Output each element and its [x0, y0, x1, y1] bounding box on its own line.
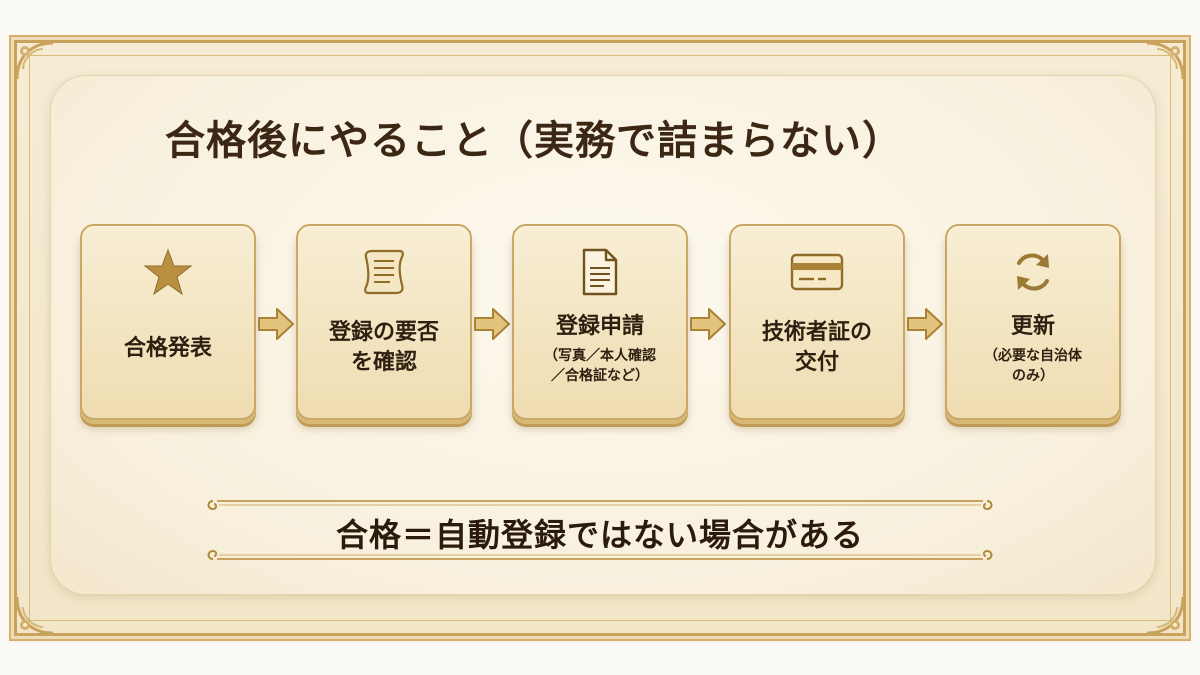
step-card-2: 登録の要否 を確認: [296, 224, 472, 420]
step-sublabel: （写真／本人確認 ／合格証など）: [544, 348, 656, 384]
banner-rule-icon: [207, 500, 993, 560]
corner-flourish-icon: [15, 596, 54, 635]
step-label: 登録申請: [555, 314, 644, 339]
step-card-1: 合格発表: [80, 224, 256, 420]
step-card-4: 技術者証の 交付: [729, 224, 905, 420]
card-icon: [789, 244, 845, 300]
document-icon: [572, 244, 628, 300]
star-icon: [140, 244, 196, 300]
corner-flourish-icon: [1146, 596, 1185, 635]
corner-flourish-icon: [1146, 41, 1185, 80]
arrow-right-icon: [474, 308, 510, 340]
arrow-right-icon: [690, 308, 726, 340]
step-label: 合格発表: [123, 336, 212, 361]
step-sublabel: （必要な自治体 のみ）: [984, 348, 1082, 384]
scroll-icon: [356, 244, 412, 300]
page-title: 合格後にやること（実務で詰まらない）: [165, 118, 903, 164]
step-card-3: 登録申請 （写真／本人確認 ／合格証など）: [512, 224, 688, 420]
note-banner: 合格＝自動登録ではない場合がある: [205, 493, 995, 567]
note-text: 合格＝自動登録ではない場合がある: [335, 516, 864, 554]
refresh-icon: [1005, 244, 1061, 300]
step-label: 更新: [1010, 314, 1055, 339]
arrow-right-icon: [907, 308, 943, 340]
step-label: 登録の要否 を確認: [328, 320, 439, 375]
step-label: 技術者証の 交付: [761, 320, 872, 375]
corner-flourish-icon: [15, 41, 54, 80]
arrow-right-icon: [258, 308, 294, 340]
step-card-5: 更新 （必要な自治体 のみ）: [945, 224, 1121, 420]
